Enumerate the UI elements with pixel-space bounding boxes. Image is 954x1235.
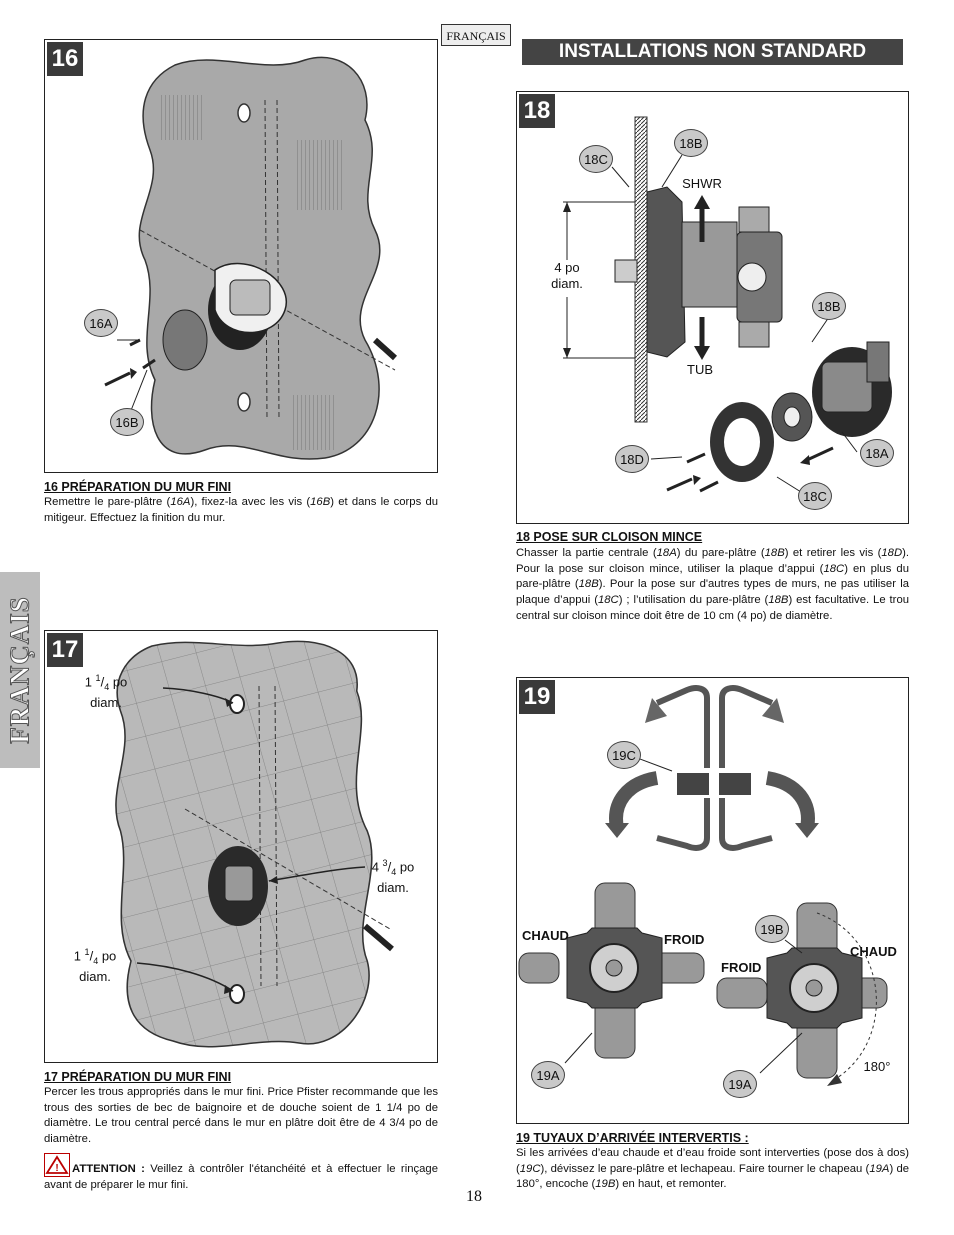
text-run: ), fixez-la avec les vis ( <box>190 496 311 508</box>
text-ref: 18D <box>881 547 903 559</box>
label-chaud-left: CHAUD <box>522 928 569 943</box>
figure-18-number: 18 <box>519 94 555 128</box>
language-tag: FRANÇAIS <box>441 24 511 46</box>
text-run: ) ; l’utilisation du pare-plâtre ( <box>618 594 769 607</box>
fig17-caption: Percer les trous appropriés dans le mur … <box>44 1086 438 1146</box>
fig19-caption-title: 19 TUYAUX D’ARRIVÉE INTERVERTIS : <box>516 1131 749 1145</box>
text-ref: 19B <box>595 1178 616 1191</box>
label-tub: TUB <box>687 362 713 377</box>
text-run: ). Pour la pose sur cloison mince, utili… <box>516 547 910 575</box>
text-ref: 18A <box>656 547 677 559</box>
figure-16-illustration <box>104 56 398 460</box>
fig18-caption: Chasser la partie centrale (18A) du pare… <box>516 546 909 625</box>
text-ref: 18B <box>768 594 789 607</box>
label-chaud-right: CHAUD <box>850 944 897 959</box>
page-number: 18 <box>466 1188 482 1205</box>
fig16-caption-title: 16 PRÉPARATION DU MUR FINI <box>44 480 232 494</box>
callout-18a: 18A <box>860 439 894 467</box>
text-run: ) du pare-plâtre ( <box>676 547 765 559</box>
label-180-degrees: 180° <box>863 1059 891 1074</box>
warning-label: ATTENTION : <box>72 1163 145 1175</box>
text-run: ) de 180°, encoche ( <box>516 1162 910 1191</box>
text-run: ), dévissez le pare-plâtre et lechapeau.… <box>540 1162 870 1175</box>
figure-18-illustration <box>563 116 892 493</box>
text-ref: 18B <box>578 578 599 591</box>
fig19-caption: Si les arrivées d’eau chaude et d’eau fr… <box>516 1146 909 1193</box>
text-run: Chasser la partie centrale ( <box>516 547 657 559</box>
warning-text: Veillez à contrôler l'étanchéité et à ef… <box>44 1163 438 1191</box>
text-run: ) est facultative. Le trou central sur c… <box>516 594 910 622</box>
fig17-caption-title: 17 PRÉPARATION DU MUR FINI <box>44 1070 232 1084</box>
callout-16a: 16A <box>84 309 118 337</box>
text-ref: 16B <box>310 496 331 508</box>
text-run: ) en haut, et remonter. <box>615 1178 727 1191</box>
callout-19c: 19C <box>607 741 641 769</box>
svg-text:!: ! <box>55 1163 58 1174</box>
callout-19a-right: 19A <box>723 1070 757 1098</box>
label-froid-left: FROID <box>664 932 705 947</box>
text-ref: 18C <box>597 594 619 607</box>
label-4po-diam: 4 po diam. <box>551 260 583 291</box>
warning-icon: ! <box>44 1153 70 1177</box>
text-run: ) en plus du pare-plâtre ( <box>516 562 909 591</box>
figure-19-illustration <box>518 685 888 1086</box>
fig16-caption: Remettre le pare-plâtre (16A), fixez-la … <box>44 495 438 526</box>
text-run: ). Pour la pose sur d'autres types de mu… <box>516 578 909 607</box>
callout-18b-top: 18B <box>674 129 708 157</box>
text-ref: 19A <box>869 1162 890 1175</box>
figure-18: 18 18C 18B 18B 18A 18D 18C SHWR TUB 4 po… <box>516 91 909 524</box>
callout-18b-right: 18B <box>812 292 846 320</box>
callout-18c-bottom: 18C <box>798 482 832 510</box>
figure-16: 16 16A 16B <box>44 39 438 473</box>
text-run: ) et dans le corps du mitigeur. Effectue… <box>44 496 439 524</box>
side-language-tab: FRANÇAIS <box>0 572 40 768</box>
text-run: Remettre le pare-plâtre ( <box>44 496 171 508</box>
callout-18c-top: 18C <box>579 145 613 173</box>
fig18-caption-title: 18 POSE SUR CLOISON MINCE <box>516 530 703 544</box>
label-froid-right: FROID <box>721 960 762 975</box>
text-ref: 18C <box>823 562 845 575</box>
figure-19: 19 19C 19A 19B 19A CHAUD FROID FROID CHA… <box>516 677 909 1124</box>
side-tab-label: FRANÇAIS <box>4 596 35 745</box>
fig17-warning: ATTENTION : Veillez à contrôler l'étanch… <box>44 1162 438 1193</box>
label-shwr: SHWR <box>682 176 722 191</box>
figure-17-number: 17 <box>47 633 83 667</box>
callout-18d: 18D <box>615 445 649 473</box>
figure-16-number: 16 <box>47 42 83 76</box>
text-ref: 18B <box>764 547 785 559</box>
figure-19-number: 19 <box>519 680 555 714</box>
text-run: ) et retirer les vis ( <box>784 547 882 559</box>
text-run: Si les arrivées d’eau chaude et d’eau fr… <box>516 1147 909 1175</box>
callout-19a-left: 19A <box>531 1061 565 1089</box>
callout-16b: 16B <box>110 408 144 436</box>
text-ref: 16A <box>170 496 191 508</box>
section-title: INSTALLATIONS NON STANDARD <box>522 39 903 65</box>
callout-19b: 19B <box>755 915 789 943</box>
text-ref: 19C <box>519 1162 541 1175</box>
figure-17-illustration <box>115 640 394 1048</box>
